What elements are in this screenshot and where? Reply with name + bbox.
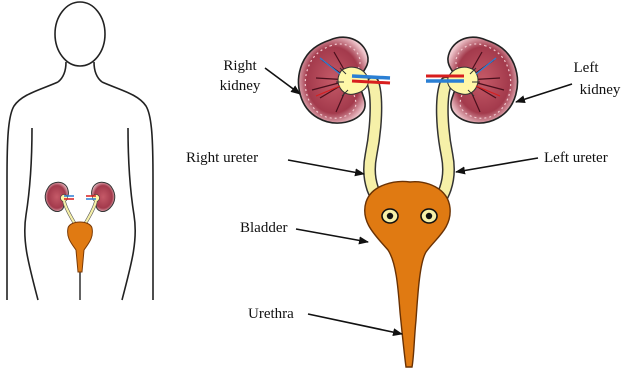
label-right-kidney-line1: Right xyxy=(223,58,257,74)
arrow-left-kidney xyxy=(516,84,572,102)
head-outline xyxy=(55,2,105,66)
mini-right-kidney xyxy=(45,182,74,211)
torso-left-outline xyxy=(25,128,38,300)
torso-right-outline xyxy=(122,128,135,300)
neck-left-outline xyxy=(58,62,66,82)
neck-right-outline xyxy=(94,62,102,82)
label-left-kidney-line2: kidney xyxy=(580,82,621,98)
arrow-bladder xyxy=(296,229,368,242)
mini-left-kidney xyxy=(86,182,115,211)
label-right-ureter: Right ureter xyxy=(186,150,258,166)
label-right-kidney-line2: kidney xyxy=(220,78,261,94)
arrow-left-ureter xyxy=(456,158,538,172)
mini-right-ureter-fill xyxy=(64,201,76,226)
label-bladder: Bladder xyxy=(240,220,287,236)
right-renal-artery xyxy=(352,81,390,83)
arrow-urethra xyxy=(308,314,402,334)
mini-bladder xyxy=(68,222,93,272)
bladder xyxy=(365,182,450,367)
arrow-right-ureter xyxy=(288,160,364,174)
right-renal-vein xyxy=(352,76,390,78)
label-urethra: Urethra xyxy=(248,306,294,322)
arrow-right-kidney xyxy=(265,68,300,94)
body-outline-figure xyxy=(7,2,153,300)
mini-left-ureter-fill xyxy=(84,201,96,226)
label-left-kidney-line1: Left xyxy=(574,60,600,76)
label-left-ureter: Left ureter xyxy=(544,150,608,166)
